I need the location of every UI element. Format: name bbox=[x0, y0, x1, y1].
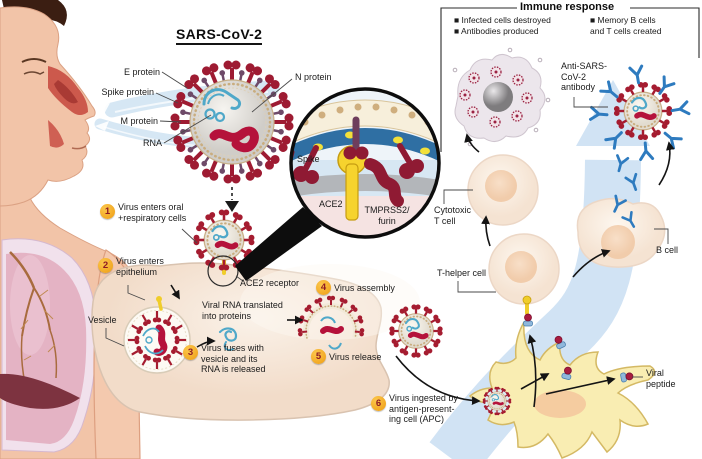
dead-cell-core bbox=[483, 82, 513, 112]
inset-tmprss2 bbox=[364, 158, 404, 207]
immune-bullets-right: ■ Memory B cells and T cells created bbox=[590, 15, 662, 37]
lungs bbox=[0, 238, 97, 453]
label-ace2-receptor: ACE2 receptor bbox=[240, 278, 300, 288]
step3-badge: 3 bbox=[183, 345, 198, 360]
step1-text: Virus enters oral +respiratory cells bbox=[118, 202, 187, 223]
step1-badge: 1 bbox=[100, 204, 115, 219]
vesicle-with-virus bbox=[123, 296, 191, 374]
immune-response-header: Immune response bbox=[520, 1, 615, 13]
step1-virus-entry bbox=[194, 210, 255, 287]
cytotoxic-t-cell bbox=[467, 154, 539, 226]
cell-membrane-band bbox=[291, 174, 439, 197]
n-protein-blob bbox=[209, 126, 259, 153]
t-helper-cell bbox=[488, 233, 560, 305]
step6-text: Virus ingested by antigen-present- ing c… bbox=[389, 393, 458, 425]
step5-badge: 5 bbox=[311, 349, 326, 364]
viral-peptides bbox=[522, 295, 634, 383]
magnifier-inset bbox=[289, 87, 441, 239]
inset-label-spike: Spike bbox=[297, 154, 320, 164]
label-anti-sars-antibody: Anti-SARS- CoV-2 antibody bbox=[561, 61, 608, 93]
throat bbox=[48, 120, 64, 148]
b-cell bbox=[576, 197, 666, 268]
label-cytotoxic-t-cell: Cytotoxic T cell bbox=[434, 205, 472, 226]
viral-rna-squiggle bbox=[202, 88, 242, 123]
inset-label-tmprss2-furin: TMPRSS2/ furin bbox=[364, 205, 410, 226]
immune-bullets-left: ■ Infected cells destroyed ■ Antibodies … bbox=[454, 15, 551, 37]
figure-title: SARS-CoV-2 bbox=[176, 26, 263, 45]
apc-nucleus bbox=[534, 390, 586, 418]
label-n-protein: N protein bbox=[295, 72, 332, 82]
mouth bbox=[71, 145, 87, 150]
face bbox=[0, 6, 96, 207]
label-m-protein: M protein bbox=[120, 116, 158, 126]
inset-label-ace2: ACE2 bbox=[319, 199, 343, 209]
viral-membrane-band bbox=[291, 128, 439, 162]
step4-badge: 4 bbox=[316, 280, 331, 295]
sars-cov2-virus-large bbox=[168, 58, 296, 186]
tcr-contact bbox=[522, 295, 533, 327]
label-vesicle: Vesicle bbox=[88, 315, 117, 325]
ingested-virus bbox=[483, 387, 512, 416]
immune-brackets bbox=[440, 7, 700, 152]
label-rna: RNA bbox=[142, 138, 162, 148]
virus-envelope-band bbox=[291, 99, 439, 145]
label-t-helper-cell: T-helper cell bbox=[437, 268, 487, 278]
dashed-entry-arrow bbox=[225, 187, 239, 212]
step3-text: Virus fuses with vesicle and its RNA is … bbox=[201, 343, 266, 375]
label-e-protein: E protein bbox=[123, 67, 160, 77]
eyebrow bbox=[21, 58, 47, 63]
flow-arrows bbox=[170, 133, 675, 408]
leader-lines bbox=[105, 71, 669, 378]
eye bbox=[23, 71, 45, 75]
released-viral-rna bbox=[218, 327, 238, 352]
step6-badge: 6 bbox=[371, 396, 386, 411]
head bbox=[0, 0, 96, 207]
diaphragm bbox=[0, 373, 80, 409]
step2-text: Virus enters epithelium bbox=[116, 256, 164, 277]
nasal-fold bbox=[54, 80, 78, 104]
step4-text: Virus assembly bbox=[334, 283, 395, 293]
step2-badge: 2 bbox=[98, 258, 113, 273]
destroyed-infected-cell bbox=[452, 47, 551, 147]
ace2-receptor-circle bbox=[207, 255, 239, 287]
label-b-cell: B cell bbox=[656, 245, 679, 255]
label-viral-peptide: Viral peptide bbox=[646, 368, 676, 389]
inset-bound-spike bbox=[343, 116, 369, 160]
inset-pointer-wedge bbox=[235, 207, 322, 281]
label-spike-protein: Spike protein bbox=[101, 87, 154, 97]
half-assembled-virus bbox=[296, 294, 366, 350]
label-viral-rna-translated: Viral RNA translated into proteins bbox=[202, 300, 283, 321]
step5-text: Virus release bbox=[329, 352, 382, 362]
